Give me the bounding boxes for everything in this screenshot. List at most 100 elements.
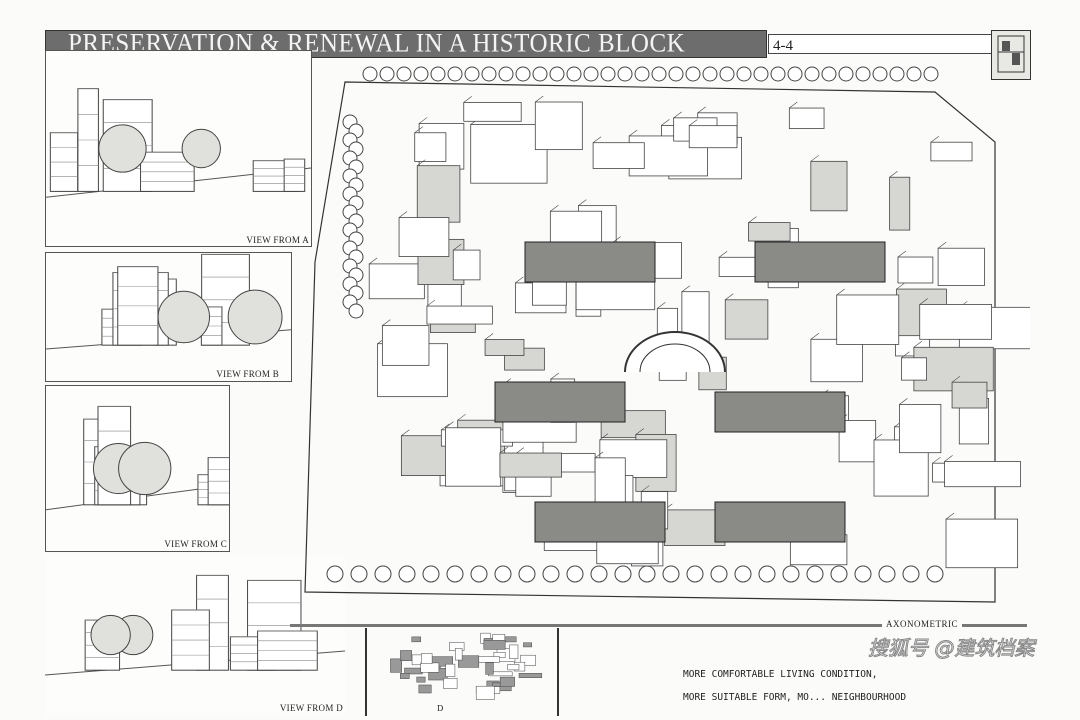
tree-icon bbox=[804, 66, 820, 82]
tree-icon bbox=[398, 565, 416, 583]
building-edge bbox=[944, 455, 953, 462]
tree-icon bbox=[736, 66, 752, 82]
site-plan-thumbnail: D bbox=[365, 628, 559, 716]
tree-icon bbox=[326, 565, 344, 583]
building bbox=[445, 427, 502, 487]
building-edge bbox=[382, 319, 391, 326]
building-edge bbox=[635, 428, 645, 435]
building-edge bbox=[889, 170, 898, 178]
watermark: 搜狐号 @建筑档案 bbox=[867, 636, 1035, 661]
building-edge bbox=[836, 288, 845, 296]
tree-icon bbox=[227, 289, 283, 345]
plan-block bbox=[483, 640, 506, 650]
view-d-panel: VIEW FROM D bbox=[45, 555, 345, 715]
building bbox=[810, 338, 863, 383]
building bbox=[724, 299, 769, 340]
view-b-panel: VIEW FROM B bbox=[45, 252, 292, 382]
building-edge bbox=[550, 372, 560, 380]
plan-block bbox=[400, 673, 410, 679]
tree-icon bbox=[181, 128, 221, 169]
block-outline bbox=[304, 81, 996, 603]
tree-icon bbox=[396, 66, 412, 82]
building bbox=[945, 518, 1019, 569]
tree-icon bbox=[90, 614, 131, 656]
tree-icon bbox=[821, 66, 837, 82]
building-edge bbox=[945, 512, 955, 520]
plan-block bbox=[475, 685, 495, 700]
view-c-sketch bbox=[46, 405, 229, 511]
tree-icon bbox=[566, 66, 582, 82]
building bbox=[594, 457, 626, 510]
building bbox=[748, 222, 791, 242]
building-edge bbox=[457, 413, 466, 421]
building-edge bbox=[441, 423, 450, 431]
tree-icon bbox=[889, 66, 905, 82]
note-line-1: MORE COMFORTABLE LIVING CONDITION, bbox=[683, 669, 878, 680]
tree-icon bbox=[118, 441, 172, 496]
building bbox=[470, 124, 548, 184]
building-edge bbox=[417, 159, 426, 166]
building bbox=[944, 461, 1021, 488]
hatched-roof bbox=[754, 241, 886, 283]
view-a-panel: VIEW FROM A bbox=[45, 50, 312, 247]
building-edge bbox=[599, 433, 609, 441]
building-edge bbox=[896, 282, 905, 290]
building bbox=[919, 304, 992, 340]
building-edge bbox=[810, 155, 819, 162]
tree-icon bbox=[464, 66, 480, 82]
tree-icon bbox=[600, 66, 616, 82]
building-edge bbox=[748, 216, 757, 223]
building bbox=[937, 247, 985, 286]
building bbox=[951, 381, 988, 409]
tree-icon bbox=[350, 565, 368, 583]
building-edge bbox=[418, 117, 428, 124]
building bbox=[499, 452, 562, 478]
plan-block bbox=[507, 664, 520, 671]
tree-icon bbox=[518, 565, 536, 583]
building-edge bbox=[681, 285, 691, 292]
building-edge bbox=[550, 204, 559, 212]
plan-block bbox=[400, 650, 412, 661]
tree-icon bbox=[855, 66, 871, 82]
building-edge bbox=[951, 375, 961, 383]
tree-icon bbox=[98, 124, 147, 173]
tree-icon bbox=[614, 565, 632, 583]
tree-icon bbox=[854, 565, 872, 583]
building bbox=[416, 165, 461, 223]
plan-block bbox=[443, 678, 458, 689]
building-edge bbox=[725, 293, 734, 301]
building bbox=[463, 102, 522, 122]
tree-icon bbox=[348, 303, 364, 319]
building-edge bbox=[535, 95, 544, 103]
tree-icon bbox=[566, 565, 584, 583]
plaza-arc-inner bbox=[639, 343, 711, 373]
building bbox=[836, 294, 900, 345]
building bbox=[899, 403, 942, 454]
tree-icon bbox=[651, 66, 667, 82]
tree-icon bbox=[902, 565, 920, 583]
plan-block bbox=[458, 655, 480, 668]
plaza-arc bbox=[624, 331, 726, 373]
building-edge bbox=[426, 299, 436, 307]
tree-icon bbox=[494, 565, 512, 583]
sheet-number: 4-4 bbox=[773, 38, 793, 54]
tree-icon bbox=[686, 565, 704, 583]
tree-icon bbox=[413, 66, 429, 82]
building bbox=[889, 176, 911, 231]
tree-icon bbox=[702, 66, 718, 82]
building bbox=[810, 160, 848, 212]
tree-icon bbox=[878, 565, 896, 583]
tree-icon bbox=[447, 66, 463, 82]
tree-icon bbox=[498, 66, 514, 82]
plan-block bbox=[523, 642, 532, 648]
building-edge bbox=[398, 211, 408, 218]
building bbox=[368, 263, 425, 300]
building-edge bbox=[901, 351, 910, 359]
tree-icon bbox=[710, 565, 728, 583]
building-edge bbox=[414, 126, 423, 134]
plan-block bbox=[499, 676, 515, 687]
divider-rule bbox=[290, 624, 1027, 627]
building bbox=[398, 217, 450, 257]
building-edge bbox=[657, 302, 666, 309]
tree-icon bbox=[685, 66, 701, 82]
